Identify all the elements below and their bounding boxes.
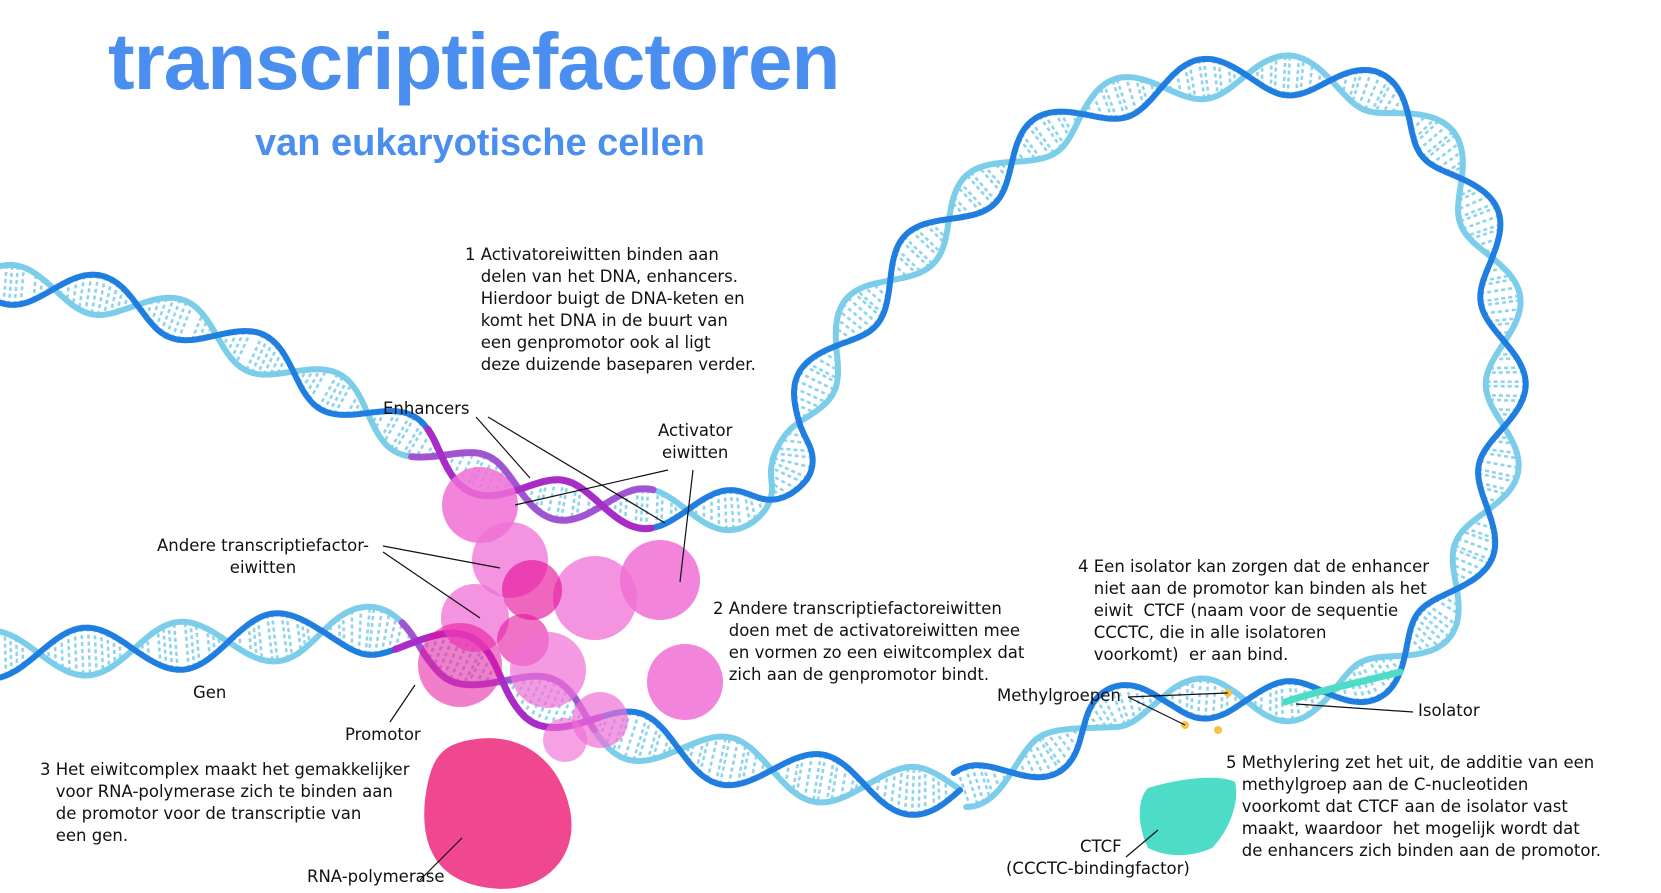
dna-strand-back — [0, 52, 1524, 810]
page-subtitle: van eukaryotische cellen — [255, 122, 705, 164]
label-enhancers: Enhancers — [383, 399, 470, 418]
label-gen: Gen — [193, 683, 227, 702]
transcription-factor-blob — [502, 560, 562, 620]
transcription-factor-blob — [647, 644, 723, 720]
label-ctcf-full: (CCCTC-bindingfactor) — [1006, 859, 1190, 878]
leader-rna-polymerase — [419, 837, 463, 881]
note-1-activatoreiwitten: 1 Activatoreiwitten binden aan delen van… — [465, 245, 756, 374]
leader-promotor — [389, 684, 416, 723]
leader-ctcf — [1125, 829, 1159, 858]
leader-methyl-1 — [1127, 696, 1186, 726]
rna-polymerase-blob — [424, 738, 572, 889]
dna-base-pairs — [2, 55, 1526, 808]
transcription-factor-blob — [510, 632, 586, 708]
dna-helix-group — [0, 52, 1529, 818]
label-ctcf: CTCF — [1080, 837, 1122, 856]
note-5-methylering: 5 Methylering zet het uit, de additie va… — [1226, 753, 1601, 860]
leader-activator-2 — [679, 469, 694, 583]
leader-enhancers-1 — [475, 416, 531, 479]
ctcf-protein-blob — [1139, 777, 1237, 856]
leader-isolator — [1295, 703, 1414, 713]
label-andere-transcriptiefactoreiwitten: Andere transcriptiefactor- eiwitten — [157, 536, 369, 577]
label-leader-lines — [382, 416, 1414, 881]
activator-protein-blob — [620, 540, 700, 620]
transcription-factor-blob — [418, 623, 502, 707]
transcription-factor-blob — [553, 556, 637, 640]
methyl-group-dot — [1214, 726, 1222, 734]
note-4-isolator: 4 Een isolator kan zorgen dat de enhance… — [1078, 557, 1430, 664]
leader-enhancers-2 — [487, 416, 666, 524]
dna-highlight-segment — [424, 425, 655, 533]
protein-complex — [418, 467, 1404, 889]
isolator-segment — [1281, 668, 1404, 706]
note-3-rna-polymerase: 3 Het eiwitcomplex maakt het gemakkelijk… — [40, 760, 410, 845]
label-rna-polymerase: RNA-polymerase — [307, 867, 445, 886]
leader-methyl-2 — [1127, 692, 1229, 698]
note-2-eiwitcomplex: 2 Andere transcriptiefactoreiwitten doen… — [713, 599, 1025, 684]
label-activator-eiwitten: Activator eiwitten — [658, 421, 733, 462]
transcription-factor-blob — [543, 718, 587, 762]
page-title: transcriptiefactoren — [108, 17, 840, 106]
leader-andere-1 — [382, 545, 501, 569]
label-methylgroepen: Methylgroepen — [997, 686, 1121, 705]
label-promotor: Promotor — [345, 725, 421, 744]
leader-andere-2 — [382, 551, 481, 619]
label-isolator: Isolator — [1418, 701, 1480, 720]
leader-activator-1 — [514, 469, 669, 506]
